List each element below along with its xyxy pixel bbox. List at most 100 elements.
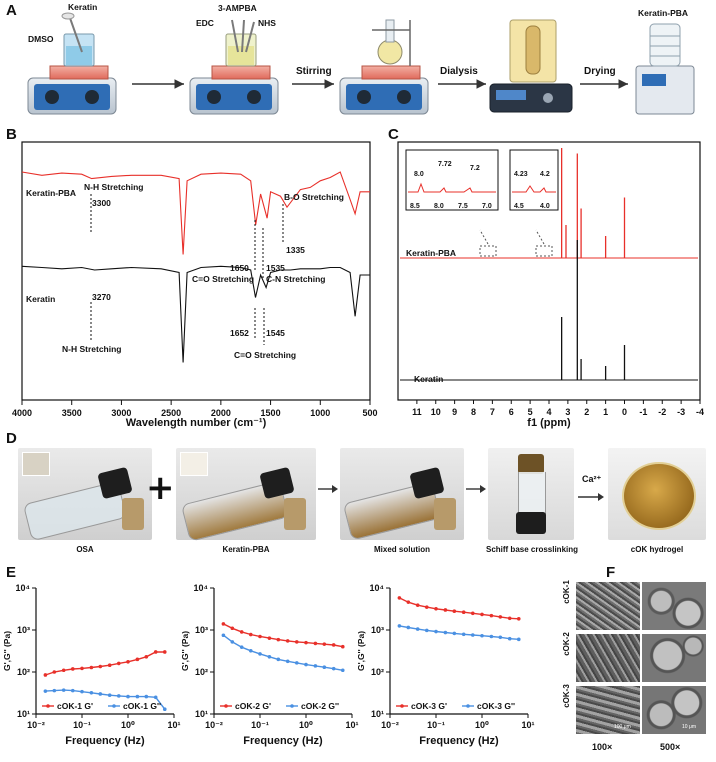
ann-3300: 3300 (92, 198, 111, 208)
rheo-y-title-1: G',G'' (Pa) (180, 631, 190, 671)
nmr-tick-label-14: -3 (677, 407, 685, 417)
nmr-series-group (400, 148, 698, 381)
inset1-peak-2: 7.2 (470, 165, 480, 172)
nmr-tick-label-3: 8 (471, 407, 476, 417)
rheo-point-2-0-7 (461, 610, 466, 615)
keratin-label: Keratin (68, 2, 97, 12)
ftir-series-group (21, 171, 370, 363)
nmr-tick-label-6: 5 (528, 407, 533, 417)
nmr-tick-label-5: 6 (509, 407, 514, 417)
rheo-ytick-label-1-3: 10³ (195, 625, 208, 635)
rheo-legend-label-1-1: cOK-2 G'' (301, 701, 339, 711)
dmso-label: DMSO (28, 34, 54, 44)
rheo-point-0-1-13 (162, 707, 167, 712)
panel-letter-d: D (6, 430, 17, 447)
inset1-tick-2: 7.5 (458, 203, 468, 210)
caption-keratin-pba: Keratin-PBA (222, 545, 270, 554)
rheo-xtick-label-0-0: 10⁰ (121, 720, 135, 730)
plus-sign: + (146, 468, 175, 508)
nhs-label: NHS (258, 18, 276, 28)
rheo-point-2-1-4 (434, 629, 438, 634)
arrow-d-1 (318, 485, 338, 493)
rheo-legend-label-2-1: cOK-3 G'' (477, 701, 515, 711)
step-dialysis: Dialysis (440, 66, 478, 77)
rheo-point-0-1-3 (70, 688, 75, 693)
rheo-point-0-1-1 (52, 688, 57, 693)
nmr-zoom-box-2 (535, 245, 553, 257)
rheo-xtick-label-0--1: 10⁻¹ (73, 720, 91, 730)
panel-letter-f: F (606, 564, 616, 581)
ftir-tick-label-5: 1500 (261, 408, 281, 418)
rheo-point-2-1-8 (470, 633, 475, 637)
ftir-label-keratin-pba: Keratin-PBA (26, 188, 76, 198)
photo-keratin-pba (176, 448, 316, 542)
inset2-peak-0: 4.23 (514, 171, 528, 178)
photo-osa (18, 448, 152, 542)
dialysis-beaker (489, 19, 573, 113)
nmr-x-axis-title: f1 (ppm) (527, 417, 571, 429)
rheo-point-2-0-8 (470, 611, 475, 616)
rheo-ytick-label-1-1: 10¹ (195, 709, 208, 719)
rheo-point-1-0-11 (322, 642, 327, 646)
caption-osa: OSA (76, 545, 94, 554)
ann-1650: 1650 (230, 263, 249, 273)
rheo-point-0-1-9 (126, 694, 130, 699)
hot-plate-stirrer-3 (339, 19, 429, 115)
panel-f-sem-grid: cOK-1 cOK-2 cOK-3 100 μm 10 μm 100× 500× (562, 580, 712, 762)
rheo-point-2-0-13 (516, 616, 521, 621)
panel-letter-e: E (6, 564, 17, 581)
rheo-point-1-0-3 (248, 632, 253, 637)
rheo-point-2-0-4 (434, 606, 438, 611)
inset2-tick-0: 4.5 (514, 203, 524, 210)
rheo-point-1-0-6 (276, 637, 281, 642)
rheo-point-0-1-11 (144, 694, 149, 699)
rheo-point-0-0-10 (135, 657, 140, 662)
rheo-point-1-1-2 (239, 645, 244, 649)
sem-row-label-0: cOK-1 (562, 580, 571, 604)
sem-cok3-100x (576, 686, 640, 734)
rheo-point-1-1-5 (267, 655, 272, 659)
nmr-tick-label-8: 3 (565, 407, 570, 417)
inset1-peak-0: 8.0 (414, 171, 424, 178)
rheo-point-2-0-10 (489, 613, 494, 618)
ann-1535: 1535 (266, 263, 285, 273)
ann-cn: C-N Stretching (266, 274, 326, 284)
rheo-point-0-0-0 (43, 673, 48, 677)
rheo-legend-label-1-0: cOK-2 G' (235, 701, 271, 711)
caption-mixed-solution: Mixed solution (374, 545, 430, 554)
rheo-point-0-0-9 (126, 659, 130, 664)
rheo-point-1-1-3 (248, 648, 253, 653)
ann-1652: 1652 (230, 328, 249, 338)
rheo-point-1-0-12 (331, 643, 336, 647)
step-stirring: Stirring (296, 66, 332, 77)
rheo-legend-label-0-0: cOK-1 G' (57, 701, 93, 711)
rheo-point-0-0-1 (52, 670, 57, 674)
nmr-tick-label-4: 7 (490, 407, 495, 417)
arrow-d-3 (578, 493, 604, 501)
edc-label: EDC (196, 18, 214, 28)
rheo-point-1-1-12 (331, 666, 336, 671)
rheo-point-2-1-7 (461, 632, 466, 637)
rheo-point-1-0-0 (221, 622, 226, 626)
rheo-point-0-0-3 (70, 667, 75, 671)
sem-cok2-500x (642, 634, 706, 682)
rheo-x-title-2: Frequency (Hz) (419, 735, 499, 747)
nmr-tick-label-15: -4 (696, 407, 704, 417)
rheo-y-title-2: G',G'' (Pa) (356, 631, 366, 671)
inset1-tick-1: 8.0 (434, 203, 444, 210)
arrow-d-2 (466, 485, 486, 493)
rheo-point-1-0-5 (267, 636, 272, 640)
nmr-tick-label-1: 10 (431, 407, 441, 417)
photo-schiff-base (488, 448, 574, 540)
rheo-point-1-0-10 (313, 641, 318, 646)
sem-cok2-100x (576, 634, 640, 682)
nmr-tick-label-11: 0 (622, 407, 627, 417)
rheo-point-0-0-11 (144, 655, 149, 659)
ftir-tick-label-6: 1000 (310, 408, 330, 418)
nmr-inset-aliphatic: 4.23 4.2 4.5 4.0 (509, 149, 559, 211)
ann-nh-top: N-H Stretching (84, 182, 144, 192)
